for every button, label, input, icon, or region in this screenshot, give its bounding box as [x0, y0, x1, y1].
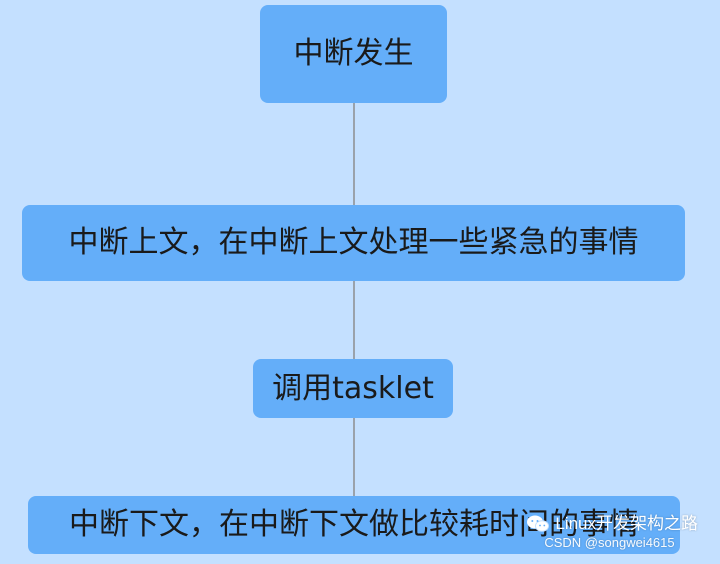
node-label: 中断发生 [293, 36, 414, 71]
watermark-author: CSDN @songwei4615 [544, 535, 675, 551]
wechat-icon [527, 515, 550, 533]
connector-top-half-to-tasklet [353, 281, 355, 359]
node-label: 调用tasklet [272, 370, 434, 406]
node-interrupt-occurs: 中断发生 [260, 5, 447, 103]
watermark-channel: Linux开发架构之路 [526, 514, 698, 534]
watermark-channel-name: Linux开发架构之路 [555, 514, 698, 534]
connector-tasklet-to-bottom-half [353, 418, 355, 496]
node-interrupt-top-half: 中断上文，在中断上文处理一些紧急的事情 [22, 205, 685, 281]
connector-occurs-to-top-half [353, 103, 355, 205]
node-label: 中断上文，在中断上文处理一些紧急的事情 [68, 225, 639, 260]
node-call-tasklet: 调用tasklet [253, 359, 453, 418]
watermark: Linux开发架构之路 CSDN @songwei4615 [526, 514, 698, 550]
